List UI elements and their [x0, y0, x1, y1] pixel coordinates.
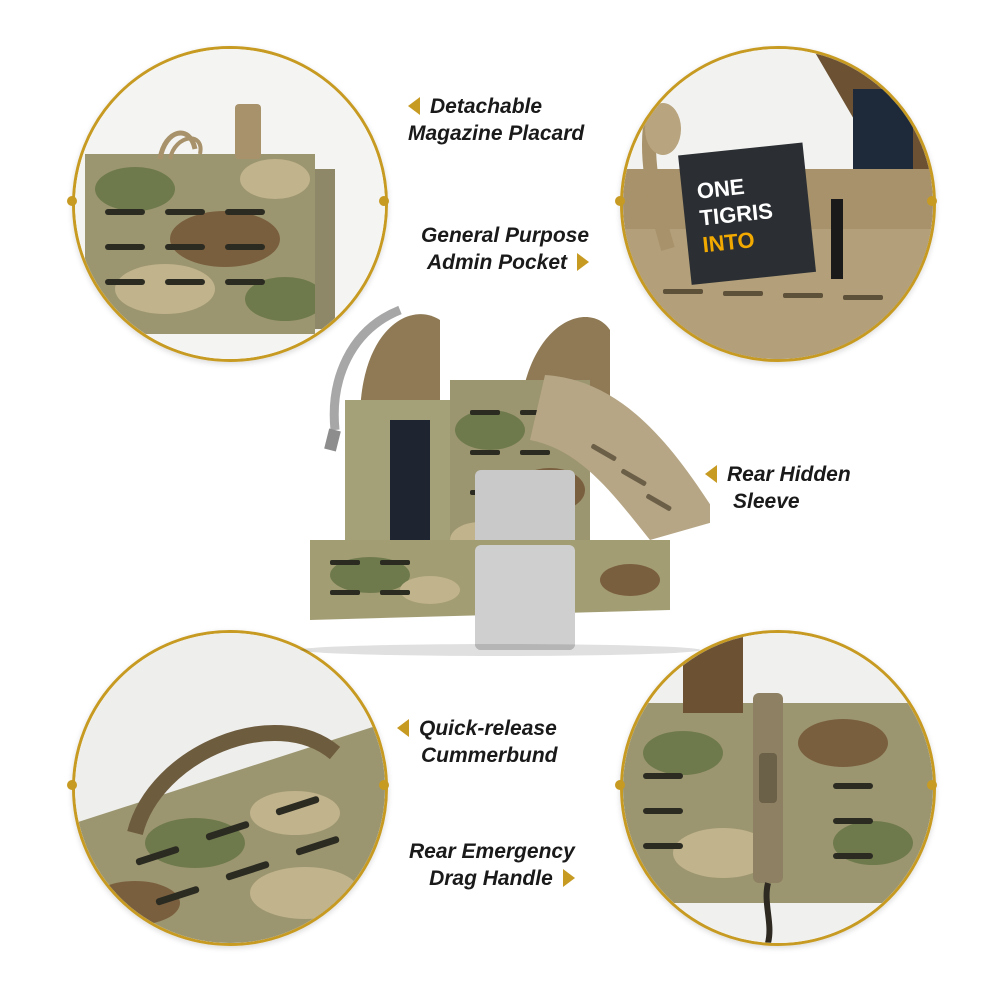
callout-drag-handle: Rear Emergency Drag Handle	[409, 838, 575, 892]
pointer-right-icon	[562, 869, 575, 887]
handle-circle-marker-right	[927, 780, 937, 790]
callout-cummerbund-line2: Cummerbund	[421, 744, 558, 767]
callout-admin-pocket: General Purpose Admin Pocket	[409, 222, 590, 276]
handle-circle-marker-left	[615, 780, 625, 790]
pointer-left-icon	[397, 719, 409, 737]
notebook-title-line1: ONE	[696, 174, 746, 204]
callout-admin-pocket-line2: Admin Pocket	[409, 249, 590, 276]
callout-drag-handle-text2: Drag Handle	[429, 867, 553, 890]
callout-drag-handle-line1: Rear Emergency	[409, 840, 575, 863]
cummerbund-circle-marker-left	[67, 780, 77, 790]
callout-admin-pocket-text2: Admin Pocket	[427, 251, 568, 274]
callout-magazine-placard-text1: Detachable	[430, 95, 543, 118]
pointer-left-icon	[705, 465, 717, 483]
callout-hidden-sleeve-line2: Sleeve	[733, 490, 800, 513]
notebook-title-line3: INTO	[701, 227, 755, 257]
callout-admin-pocket-line1: General Purpose	[420, 224, 590, 247]
callout-magazine-placard-line1: Detachable	[408, 93, 584, 120]
cummerbund-photo	[75, 633, 385, 943]
callout-hidden-sleeve: Rear Hidden Sleeve	[705, 461, 851, 515]
detail-cummerbund	[72, 630, 388, 946]
placard-circle-marker-right	[379, 196, 389, 206]
pointer-right-icon	[577, 253, 590, 271]
plate-carrier-vest-photo	[300, 305, 710, 656]
callout-cummerbund-text1: Quick-release	[419, 717, 557, 740]
pocket-circle-marker-left	[615, 196, 625, 206]
pointer-left-icon	[408, 97, 420, 115]
callout-cummerbund: Quick-release Cummerbund	[397, 715, 558, 769]
callout-magazine-placard-line2: Magazine Placard	[408, 122, 585, 145]
cummerbund-circle-marker-right	[379, 780, 389, 790]
callout-hidden-sleeve-line1: Rear Hidden	[705, 461, 851, 488]
drag-handle-photo	[623, 633, 933, 943]
detail-drag-handle	[620, 630, 936, 946]
magazine-placard-photo	[75, 49, 385, 359]
detail-magazine-placard	[72, 46, 388, 362]
callout-magazine-placard: Detachable Magazine Placard	[408, 93, 584, 147]
placard-circle-marker-left	[67, 196, 77, 206]
callout-drag-handle-line2: Drag Handle	[409, 865, 575, 892]
callout-cummerbund-line1: Quick-release	[397, 715, 558, 742]
pocket-circle-marker-right	[927, 196, 937, 206]
callout-hidden-sleeve-text1: Rear Hidden	[727, 463, 851, 486]
